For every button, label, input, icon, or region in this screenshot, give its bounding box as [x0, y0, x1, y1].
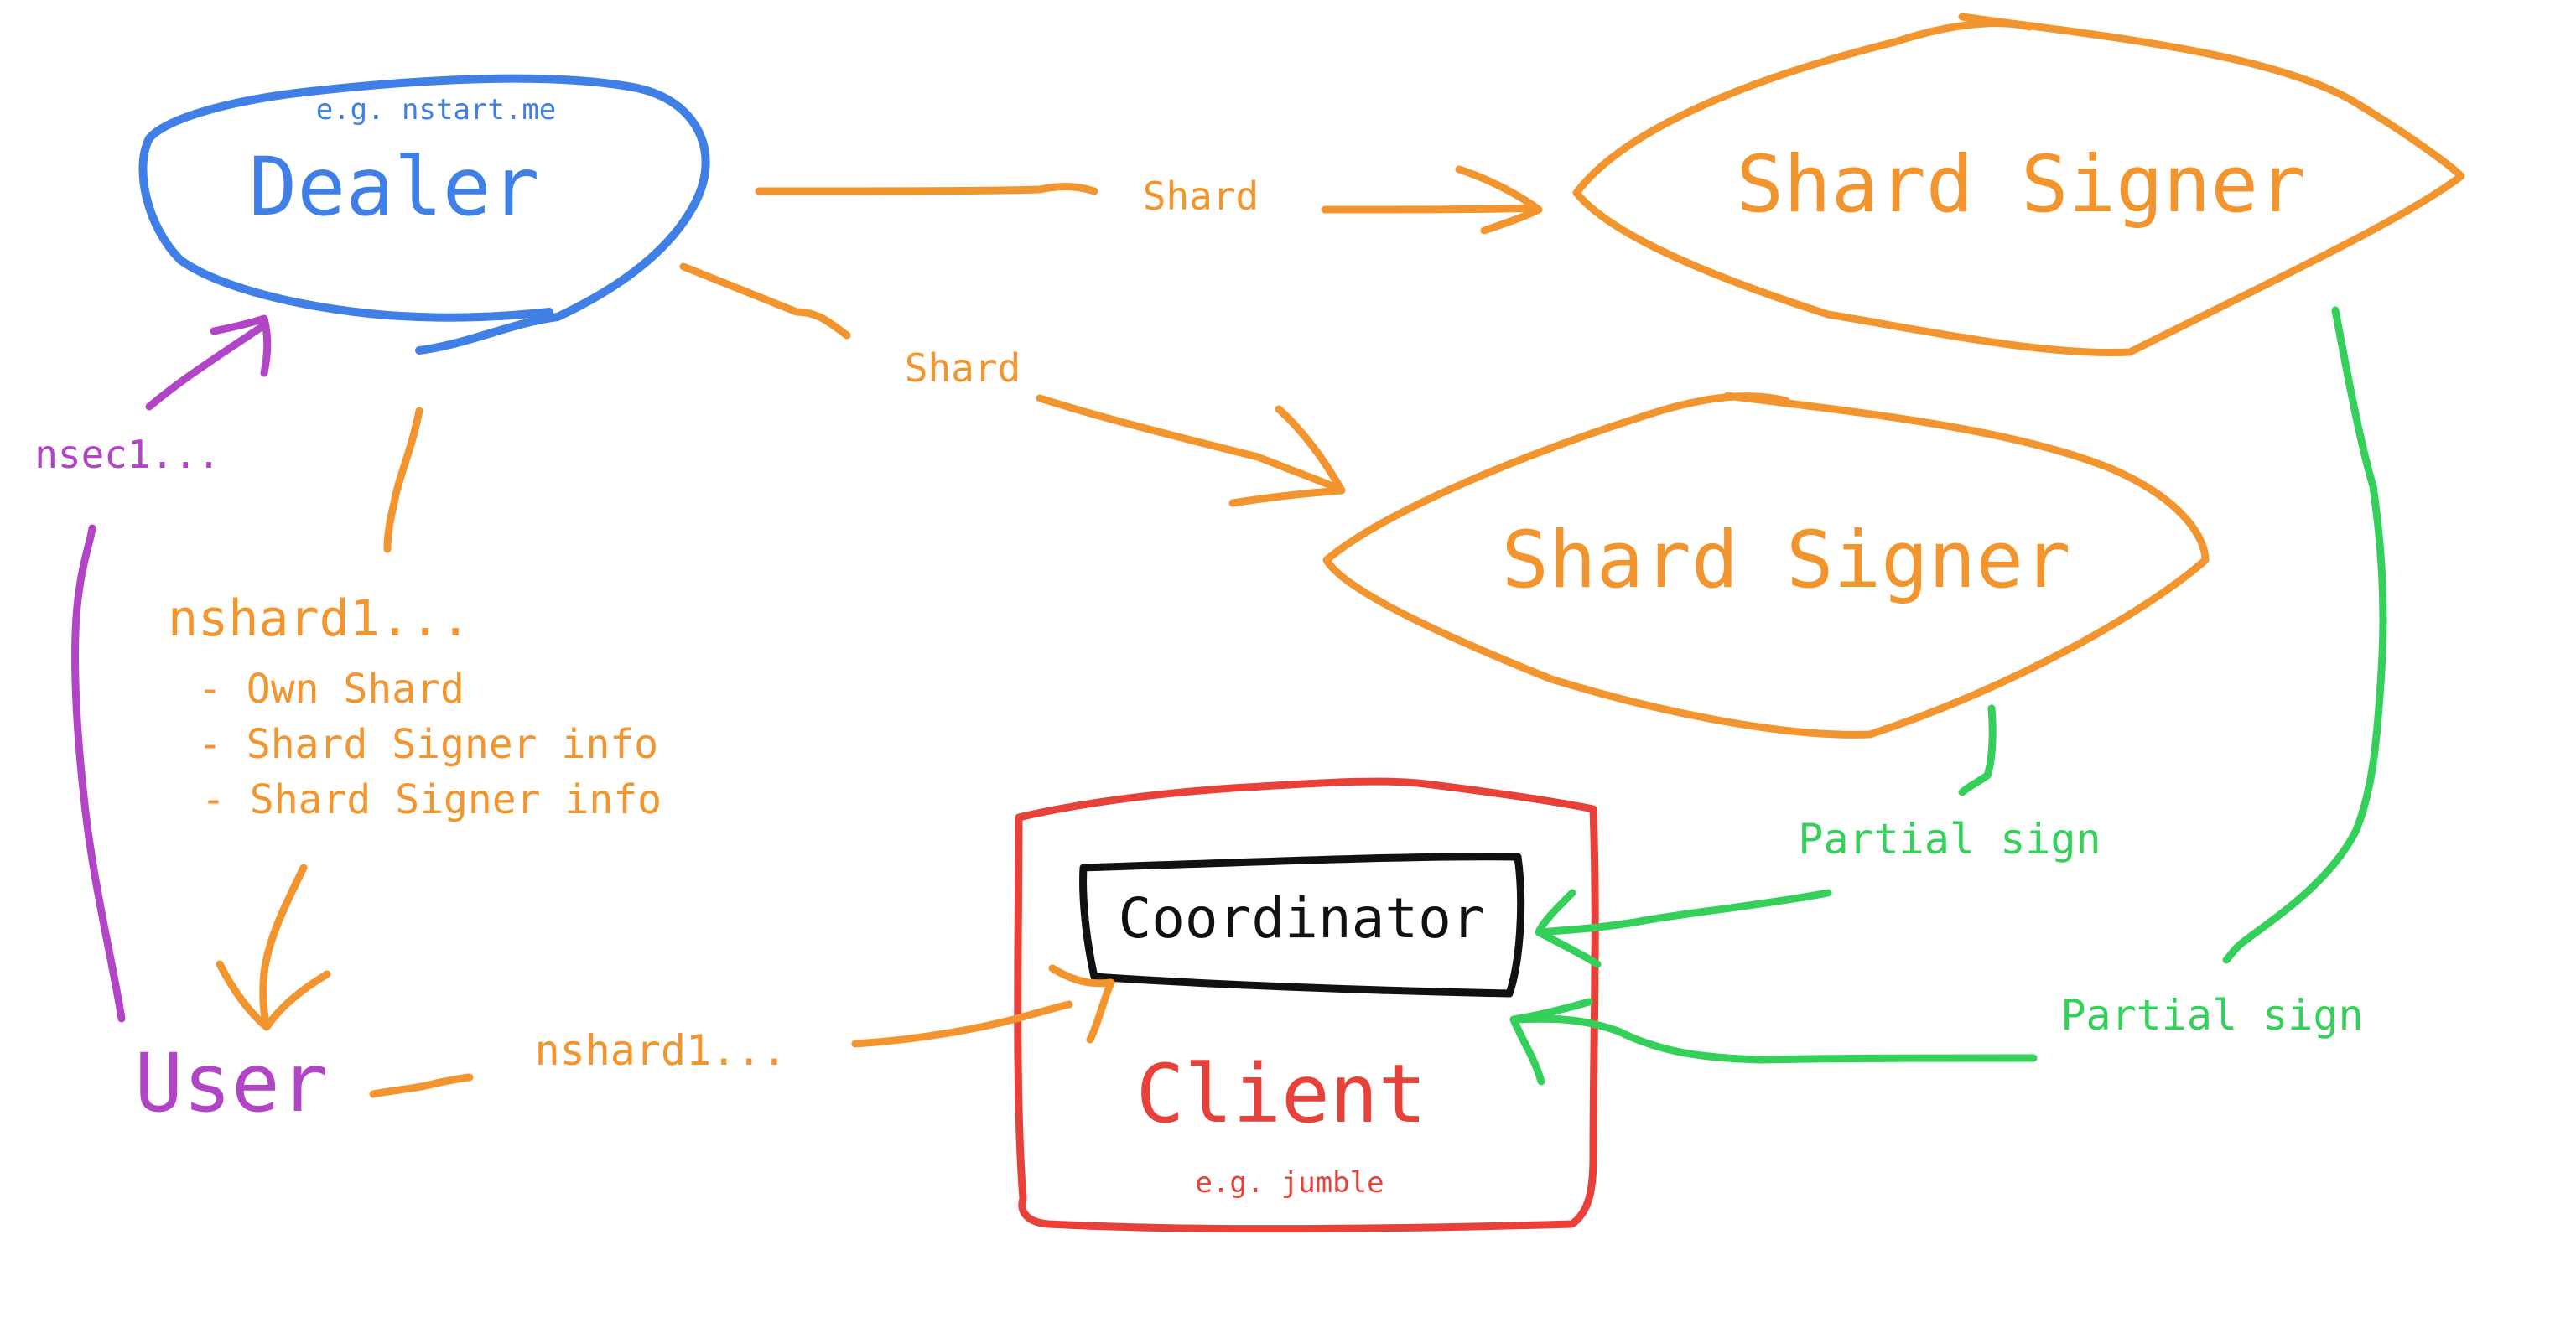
edge-item: - Shard Signer info: [198, 721, 658, 768]
edge-arrow: [145, 314, 272, 411]
edge-middle-signer-to-coordinator: Partial sign: [1535, 704, 2101, 968]
edge-label: nshard1...: [534, 1026, 787, 1075]
edge-arrow: [1321, 165, 1543, 235]
client-label: Client: [1136, 1047, 1427, 1141]
shard-signer-middle-node: Shard Signer: [1322, 392, 2210, 739]
edge-line-upper: [383, 407, 423, 553]
coordinator-label: Coordinator: [1118, 886, 1484, 951]
edge-line: [755, 183, 1098, 195]
shard-signer-middle-label: Shard Signer: [1501, 515, 2070, 606]
dealer-label: Dealer: [249, 140, 540, 234]
coordinator-outline: [1079, 853, 1525, 998]
edge-label: Shard: [1143, 174, 1259, 219]
dealer-example: e.g. nstart.me: [316, 93, 557, 127]
coordinator-node: Coordinator: [1079, 853, 1525, 998]
edge-label: Partial sign: [1798, 815, 2101, 864]
client-outline: [1014, 777, 1599, 1233]
shard-signer-top-node: Shard Signer: [1572, 13, 2465, 356]
edge-line-upper: [2222, 306, 2387, 964]
edge-user-to-dealer: nsec1...: [34, 314, 272, 1023]
edge-label: nsec1...: [34, 432, 221, 477]
edge-arrow: [216, 864, 331, 1031]
edge-arrow: [1509, 998, 2038, 1086]
edge-line: [679, 262, 851, 340]
edge-line-lower: [71, 524, 126, 1023]
edge-item: - Own Shard: [198, 666, 465, 713]
edge-dealer-to-middle-signer: Shard: [679, 262, 1346, 507]
dealer-node: e.g. nstart.me Dealer: [138, 74, 710, 355]
edge-dealer-to-user: nshard1... - Own Shard - Shard Signer in…: [168, 407, 662, 1031]
edge-item: - Shard Signer info: [201, 776, 662, 823]
edge-line-upper: [1958, 704, 1997, 796]
edge-line: [369, 1073, 474, 1098]
edge-user-to-client: nshard1...: [369, 964, 1115, 1098]
shard-signer-top-outline: [1572, 13, 2465, 356]
edge-arrow: [851, 964, 1115, 1048]
edge-label: Partial sign: [2060, 991, 2363, 1040]
user-label: User: [134, 1036, 328, 1130]
edge-top-signer-to-coordinator: Partial sign: [1509, 306, 2387, 1086]
edge-label: nshard1...: [168, 589, 470, 648]
edge-dealer-to-top-signer: Shard: [755, 165, 1543, 235]
client-node: Coordinator Client e.g. jumble: [1014, 777, 1599, 1233]
edge-arrow: [1036, 394, 1346, 507]
dealer-outline: [138, 74, 710, 355]
edge-arrow: [1535, 889, 1832, 968]
shard-signer-top-label: Shard Signer: [1736, 139, 2305, 231]
shard-signer-middle-outline: [1322, 392, 2210, 739]
edge-label: Shard: [905, 345, 1021, 391]
client-example: e.g. jumble: [1195, 1166, 1384, 1200]
